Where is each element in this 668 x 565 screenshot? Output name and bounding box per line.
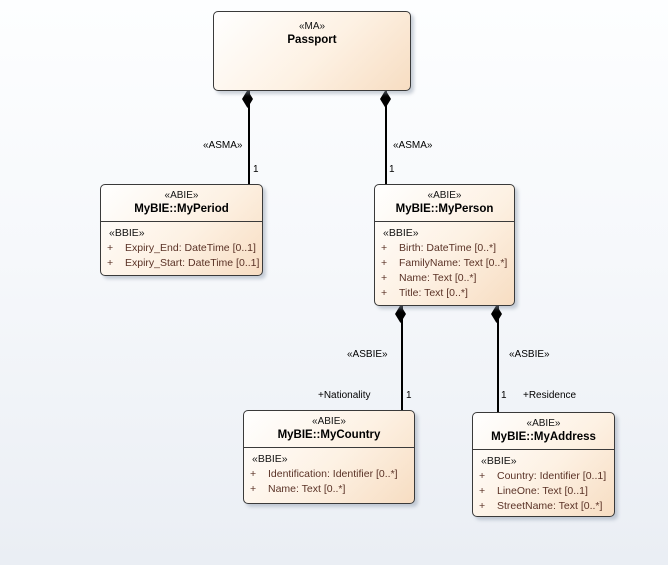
class-stereotype: «ABIE» — [164, 190, 199, 201]
attribute-row: + Country: Identifier [0..1] — [473, 469, 614, 484]
attribute-visibility: + — [479, 485, 486, 497]
attributes-compartment: «BBIE» + Identification: Identifier [0..*… — [244, 447, 414, 497]
attribute-visibility: + — [381, 257, 388, 269]
attributes-compartment: «BBIE» + Expiry_End: DateTime [0..1] + Exp… — [101, 221, 262, 271]
attributes-stereotype: «BBIE» — [383, 227, 419, 239]
attribute-text: FamilyName: Text [0..*] — [399, 257, 508, 269]
attribute-text: Name: Text [0..*] — [399, 272, 477, 284]
attribute-text: Identification: Identifier [0..*] — [268, 468, 398, 480]
class-header: «ABIE» MyBIE::MyPeriod — [101, 185, 262, 221]
connector-asbie-myperson-myaddress[interactable] — [497, 306, 499, 412]
attribute-row: + LineOne: Text [0..1] — [473, 484, 614, 499]
attribute-visibility: + — [479, 470, 486, 482]
attribute-text: LineOne: Text [0..1] — [497, 485, 588, 497]
attributes-stereotype: «BBIE» — [481, 455, 517, 467]
attribute-text: Title: Text [0..*] — [399, 287, 468, 299]
attributes-stereotype: «BBIE» — [109, 227, 145, 239]
attribute-text: StreetName: Text [0..*] — [497, 500, 603, 512]
class-header: «ABIE» MyBIE::MyCountry — [244, 411, 414, 447]
connector-stereotype-label: «ASBIE» — [347, 349, 388, 360]
class-box-mycountry[interactable]: «ABIE» MyBIE::MyCountry «BBIE» + Identifi… — [243, 410, 415, 504]
class-name: MyBIE::MyPerson — [395, 203, 494, 215]
class-stereotype: «ABIE» — [526, 418, 561, 429]
connector-asma-passport-myperiod[interactable] — [248, 91, 250, 184]
attribute-visibility: + — [479, 500, 486, 512]
attribute-visibility: + — [250, 483, 257, 495]
attribute-row: + Name: Text [0..*] — [375, 271, 514, 286]
connector-multiplicity-label: 1 — [389, 164, 395, 175]
class-stereotype: «ABIE» — [312, 416, 346, 427]
attribute-row: + FamilyName: Text [0..*] — [375, 256, 514, 271]
connector-role-label: +Residence — [523, 390, 577, 401]
attribute-row: + Name: Text [0..*] — [244, 482, 414, 497]
attribute-row: + Identification: Identifier [0..*] — [244, 467, 414, 482]
connector-multiplicity-label: 1 — [501, 390, 507, 401]
class-name: MyBIE::MyCountry — [277, 429, 381, 441]
attribute-visibility: + — [381, 287, 388, 299]
class-stereotype: «MA» — [298, 21, 326, 32]
connector-multiplicity-label: 1 — [406, 390, 412, 401]
class-stereotype: «ABIE» — [427, 190, 462, 201]
connector-stereotype-label: «ASMA» — [393, 140, 433, 151]
class-box-myperiod[interactable]: «ABIE» MyBIE::MyPeriod «BBIE» + Expiry_En… — [100, 184, 263, 276]
class-box-myperson[interactable]: «ABIE» MyBIE::MyPerson «BBIE» + Birth: Da… — [374, 184, 515, 306]
attribute-row: + Expiry_Start: DateTime [0..1] — [101, 256, 262, 271]
connector-stereotype-label: «ASMA» — [203, 140, 243, 151]
connector-multiplicity-label: 1 — [253, 164, 259, 175]
attribute-visibility: + — [107, 257, 114, 269]
attribute-text: Expiry_Start: DateTime [0..1] — [125, 257, 260, 269]
composition-diamond-icon — [380, 90, 391, 108]
attribute-visibility: + — [107, 242, 114, 254]
connector-asma-passport-myperson[interactable] — [385, 91, 387, 184]
attribute-row: + Expiry_End: DateTime [0..1] — [101, 241, 262, 256]
composition-diamond-icon — [242, 90, 253, 108]
class-name: MyBIE::MyPeriod — [134, 203, 229, 215]
class-header: «MA» Passport — [214, 12, 410, 58]
composition-diamond-icon — [395, 305, 406, 323]
attribute-visibility: + — [381, 242, 388, 254]
attribute-row: + StreetName: Text [0..*] — [473, 499, 614, 514]
composition-diamond-icon — [491, 305, 502, 323]
attribute-row: + Title: Text [0..*] — [375, 286, 514, 301]
attributes-stereotype: «BBIE» — [252, 453, 288, 465]
connector-stereotype-label: «ASBIE» — [509, 349, 550, 360]
attribute-row: + Birth: DateTime [0..*] — [375, 241, 514, 256]
attribute-text: Expiry_End: DateTime [0..1] — [125, 242, 256, 254]
class-box-myaddress[interactable]: «ABIE» MyBIE::MyAddress «BBIE» + Country:… — [472, 412, 615, 517]
class-name: Passport — [287, 34, 337, 46]
class-header: «ABIE» MyBIE::MyPerson — [375, 185, 514, 221]
attributes-compartment: «BBIE» + Birth: DateTime [0..*] + FamilyNa… — [375, 221, 514, 301]
connector-asbie-myperson-mycountry[interactable] — [401, 306, 403, 410]
connector-role-label: +Nationality — [318, 390, 371, 401]
class-header: «ABIE» MyBIE::MyAddress — [473, 413, 614, 449]
attribute-text: Country: Identifier [0..1] — [497, 470, 607, 482]
attribute-visibility: + — [381, 272, 388, 284]
attribute-text: Birth: DateTime [0..*] — [399, 242, 497, 254]
attribute-text: Name: Text [0..*] — [268, 483, 346, 495]
class-name: MyBIE::MyAddress — [491, 431, 596, 443]
class-box-passport[interactable]: «MA» Passport — [213, 11, 411, 91]
attributes-compartment: «BBIE» + Country: Identifier [0..1] + Line… — [473, 449, 614, 514]
attribute-visibility: + — [250, 468, 257, 480]
